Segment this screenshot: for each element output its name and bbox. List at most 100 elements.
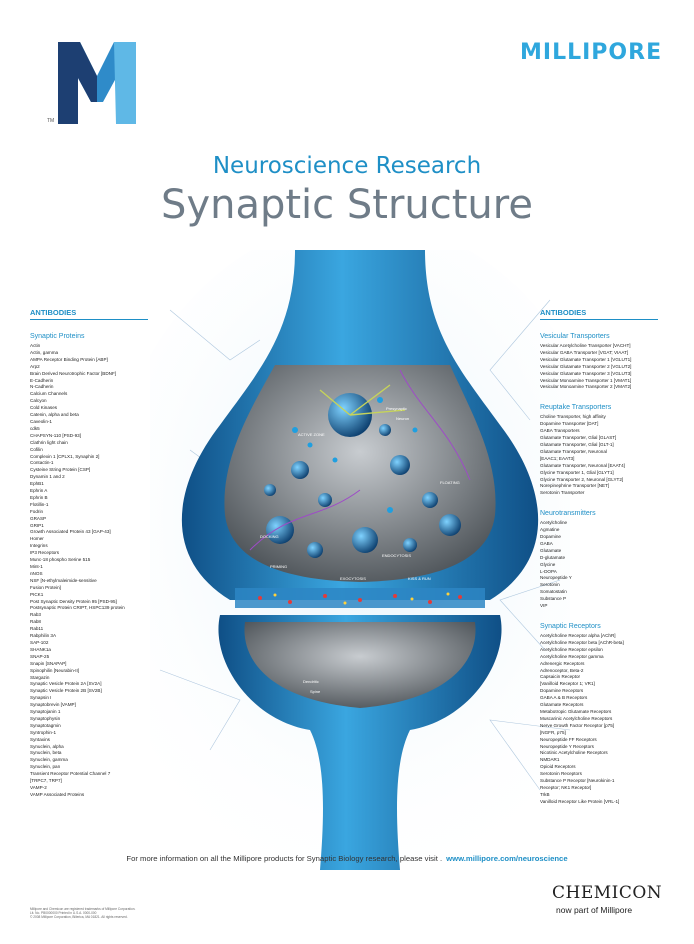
list-item: Catenin, alpha and beta bbox=[30, 412, 79, 418]
list-item: EphB1 bbox=[30, 481, 44, 487]
list-item: Vesicular Glutamate Transporter 3 [VGLUT… bbox=[540, 370, 632, 376]
list-item: Glutamate Transporter, Glial [GLAST] bbox=[540, 435, 617, 441]
list-item: Rab8 bbox=[30, 619, 41, 625]
list-item: Vesicular Monoamine Transporter 2 [VMAT2… bbox=[540, 384, 632, 390]
list-item: VIP bbox=[540, 603, 548, 609]
list-item: Synapsin I bbox=[30, 695, 52, 701]
list-item: Vesicular Glutamate Transporter 1 [VGLUT… bbox=[540, 356, 632, 362]
list-item: Synuclein, gamma bbox=[30, 757, 68, 763]
right-heading: ANTIBODIES bbox=[540, 308, 587, 317]
list-item: cdk5 bbox=[30, 425, 40, 431]
list-item: Receptor; NK1 Receptor] bbox=[540, 784, 592, 790]
chemicon-tagline: now part of Millipore bbox=[556, 905, 633, 915]
list-item: [EAAC1; EAAT3] bbox=[540, 455, 575, 461]
list-item: TrkB bbox=[540, 791, 550, 797]
list-item: Capsaicin Receptor bbox=[540, 674, 581, 680]
list-item: Dopamine Receptors bbox=[540, 688, 584, 694]
list-item: Rab3 bbox=[30, 612, 41, 618]
list-item: Substance P Receptor [Neurokinin-1 bbox=[540, 778, 615, 784]
list-item: GABA bbox=[540, 540, 553, 546]
footer-url-link[interactable]: www.millipore.com/neuroscience bbox=[446, 854, 568, 863]
right-heading-rule bbox=[540, 319, 658, 320]
list-item: Synaptobrevin [VAMP] bbox=[30, 702, 76, 708]
list-item: Somatostatin bbox=[540, 589, 567, 595]
legal-line: © 2008 Millipore Corporation, Billerica,… bbox=[30, 915, 128, 920]
legal-line: Lit. No. PB0000000 Printed in U.S.A. 000… bbox=[30, 911, 97, 916]
list-item: GRIP1 bbox=[30, 522, 44, 528]
list-item: Vesicular Monoamine Transporter 1 [VMAT1… bbox=[540, 377, 632, 383]
list-item: Cold Kinases bbox=[30, 405, 58, 411]
list-item: Adrenergic Receptors bbox=[540, 660, 585, 666]
right-antibody-column: ANTIBODIES Vesicular Transporters Vesicu… bbox=[540, 308, 680, 806]
list-item: Synuclein, beta bbox=[30, 750, 62, 756]
list-item: Acetylcholine Receptor alpha [AChR] bbox=[540, 633, 616, 638]
list-item: Vesicular Glutamate Transporter 2 [VGLUT… bbox=[540, 363, 632, 369]
list-item: Neuropeptide Y Receptors bbox=[540, 743, 594, 749]
list-item: Synuclein, alpha bbox=[30, 743, 64, 749]
list-item: [Vanilloid Receptor 1; VR1] bbox=[540, 681, 595, 687]
list-item: Acetylcholine Receptor beta [AChR-beta] bbox=[540, 639, 624, 645]
brand-name: MILLIPORE bbox=[520, 40, 663, 65]
list-item: Synaptic Vesicle Protein 2B [SV2B] bbox=[30, 688, 102, 694]
list-item: [TRPC7, TRP7] bbox=[30, 778, 62, 784]
list-item: Choline Transporter, high affinity bbox=[540, 414, 606, 420]
list-item: Ephrin A bbox=[30, 488, 48, 494]
legal-line: Millipore and Chemicon are registered tr… bbox=[30, 907, 136, 911]
list-item: Substance P bbox=[540, 596, 567, 602]
list-item: Transient Receptor Potential Channel 7 bbox=[30, 771, 111, 777]
list-item: Serotonin bbox=[540, 582, 560, 588]
list-item: PICK1 bbox=[30, 591, 44, 597]
list-item: Mint-1 bbox=[30, 564, 43, 569]
list-item: Rab11 bbox=[30, 626, 44, 632]
list-item: NMDAR1 bbox=[540, 757, 560, 763]
list-item: Synaptophysin bbox=[30, 715, 61, 721]
list-item: VAMP Associated Proteins bbox=[30, 791, 85, 797]
list-item: Flotillin-1 bbox=[30, 501, 49, 507]
svg-text:ENDOCYTOSIS: ENDOCYTOSIS bbox=[382, 553, 411, 558]
list-item: N-Cadherin bbox=[30, 384, 54, 390]
list-item: SAP-102 bbox=[30, 639, 49, 645]
list-item: Complexin 1 [CPLX1, Synaphin 2] bbox=[30, 453, 100, 459]
poster-subtitle: Neuroscience Research bbox=[212, 153, 482, 179]
list-item: GRASP bbox=[30, 515, 47, 521]
list-item: Ephrin B bbox=[30, 494, 48, 500]
list-item: Syntrophin-1 bbox=[30, 729, 57, 735]
list-item: Arp2 bbox=[30, 363, 40, 369]
list-item: Neuropeptide FF Receptors bbox=[540, 736, 597, 742]
section-title: Reuptake Transporters bbox=[540, 404, 612, 412]
list-item: Integrins bbox=[30, 543, 48, 549]
list-item: Nicotinic Acetylcholine Receptors bbox=[540, 750, 608, 756]
list-item: AMPA Receptor Binding Protein [ABP] bbox=[30, 356, 108, 362]
svg-text:Presynaptic: Presynaptic bbox=[386, 406, 407, 411]
list-item: Vesicular GABA Transporter [VGAT; VIAAT] bbox=[540, 349, 629, 355]
list-item: Rabphilin 3A bbox=[30, 633, 57, 639]
list-item: Contactin-1 bbox=[30, 460, 54, 466]
list-item: Glutamate Transporter, Neuronal bbox=[540, 448, 607, 454]
list-item: Synuclein, pan bbox=[30, 764, 61, 770]
list-item: nNOS bbox=[30, 570, 43, 576]
legal-notice: Millipore and Chemicon are registered tr… bbox=[30, 907, 135, 920]
list-item: Glycine Transporter 1, Glial [GLYT1] bbox=[540, 469, 614, 475]
list-item: Spinophilin [Neurabin-II] bbox=[30, 667, 80, 673]
list-item: Serotonin Transporter bbox=[540, 490, 585, 496]
chemicon-logo: CHEMICON bbox=[552, 883, 663, 903]
millipore-logo-icon bbox=[58, 42, 136, 124]
list-item: Acetylcholine bbox=[540, 520, 568, 526]
list-item: Brain Derived Neurotrophic Factor [BDNF] bbox=[30, 370, 117, 376]
list-item: Glutamate bbox=[540, 547, 562, 553]
list-item: SHANK1a bbox=[30, 646, 51, 652]
list-item: GABA A & B Receptors bbox=[540, 695, 588, 701]
list-item: Metabotropic Glutamate Receptors bbox=[540, 708, 612, 714]
list-item: VAMP-2 bbox=[30, 785, 47, 790]
section-title: Neurotransmitters bbox=[540, 510, 596, 518]
list-item: Synaptotagmin bbox=[30, 722, 61, 728]
list-item: Dopamine bbox=[540, 534, 561, 540]
list-item: Cofilin bbox=[30, 446, 43, 452]
list-item: Synaptojanin 1 bbox=[30, 709, 61, 715]
list-item: Munc-18 phospho Serine 515 bbox=[30, 557, 91, 563]
svg-text:Spine: Spine bbox=[310, 689, 321, 694]
svg-text:DOCKING: DOCKING bbox=[260, 534, 279, 539]
